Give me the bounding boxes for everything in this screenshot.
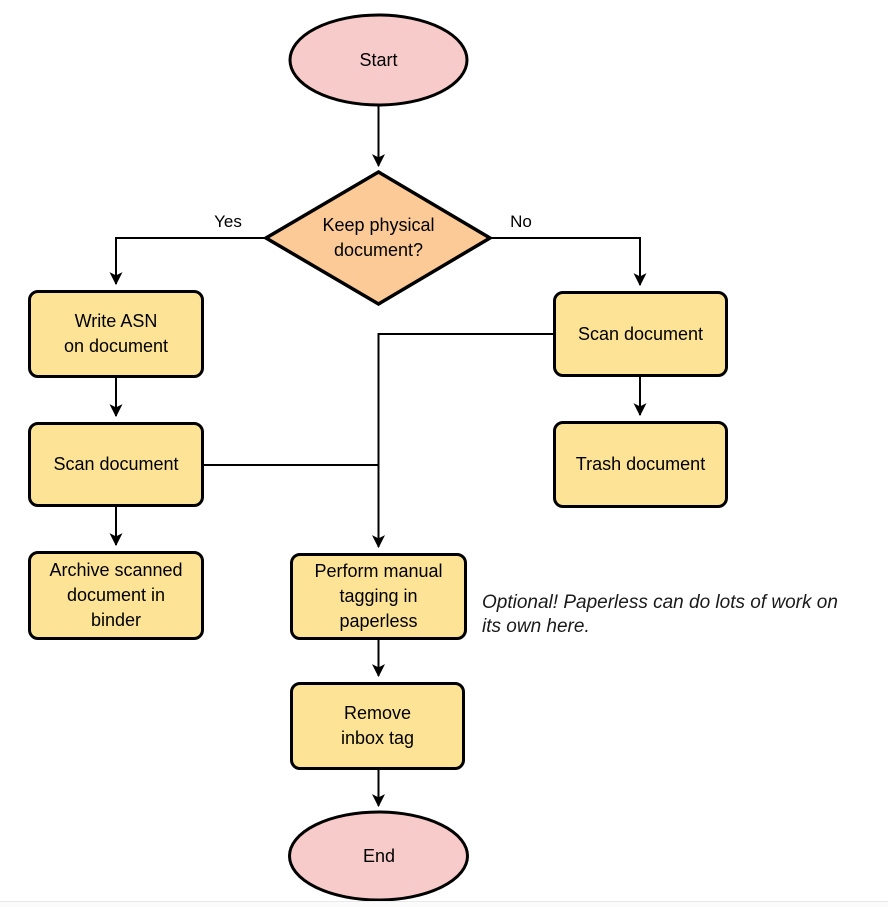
node-start: Start bbox=[359, 49, 398, 70]
edge-label-no: No bbox=[510, 212, 532, 231]
node-archive-binder: Archive scanned document in binder bbox=[28, 551, 204, 640]
node-scan-document-right: Scan document bbox=[553, 291, 728, 377]
node-end: End bbox=[362, 845, 396, 866]
node-trash-document: Trash document bbox=[553, 421, 728, 508]
edge-decision-scan-right bbox=[490, 237, 647, 287]
decision-diamond-shape bbox=[262, 169, 494, 307]
node-scan-document-left: Scan document bbox=[28, 422, 204, 507]
node-remove-inbox-tag: Remove inbox tag bbox=[290, 682, 465, 770]
edge-decision-write-asn bbox=[109, 237, 266, 286]
edge-scan-right-tagging bbox=[372, 333, 553, 549]
bottom-page-edge bbox=[0, 901, 888, 907]
end-ellipse-shape bbox=[288, 810, 469, 902]
edge-label-yes: Yes bbox=[214, 212, 242, 231]
note-optional-paperless: Optional! Paperless can do lots of work … bbox=[482, 592, 838, 637]
node-perform-manual-tagging: Perform manual tagging in paperless bbox=[290, 553, 467, 640]
start-ellipse-shape bbox=[288, 13, 469, 107]
node-decision-keep-physical: Keep physical document? bbox=[322, 215, 435, 260]
node-write-asn: Write ASN on document bbox=[28, 290, 204, 378]
